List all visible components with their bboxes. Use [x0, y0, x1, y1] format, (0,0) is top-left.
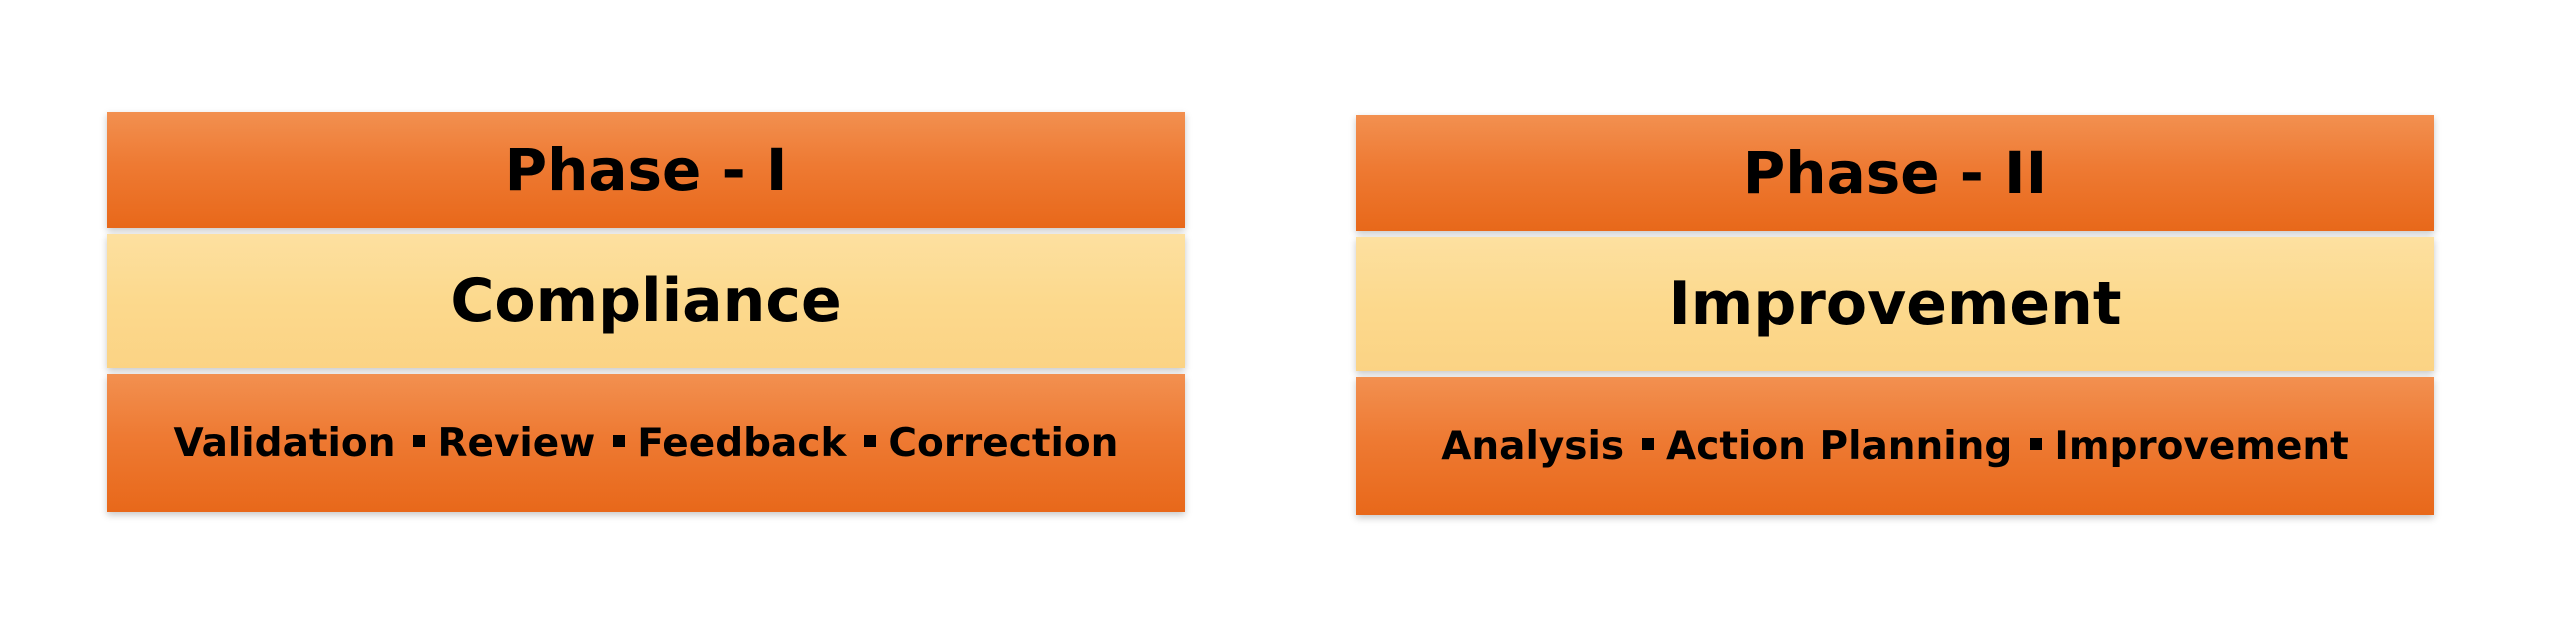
phase-2-step-analysis: Analysis: [1441, 423, 1625, 469]
phase-1-step-validation: Validation: [173, 420, 396, 466]
bullet-icon: [2030, 438, 2043, 450]
phase-2-steps: Analysis Action Planning Improvement: [1356, 377, 2434, 515]
phase-2-step-improvement: Improvement: [2054, 423, 2349, 469]
phase-1-subtitle: Compliance: [107, 234, 1185, 368]
bullet-icon: [613, 435, 626, 447]
phase-1-title: Phase - I: [107, 112, 1185, 228]
phase-1-steps: Validation Review Feedback Correction: [107, 374, 1185, 512]
bullet-icon: [1642, 438, 1655, 450]
phase-1-panel: Phase - I Compliance Validation Review F…: [107, 112, 1185, 512]
phase-2-subtitle: Improvement: [1356, 237, 2434, 371]
phase-1-step-review: Review: [437, 420, 596, 466]
phase-2-title: Phase - II: [1356, 115, 2434, 231]
phase-2-step-action-planning: Action Planning: [1666, 423, 2013, 469]
bullet-icon: [413, 435, 426, 447]
phase-2-panel: Phase - II Improvement Analysis Action P…: [1356, 115, 2434, 515]
phase-1-step-correction: Correction: [888, 420, 1119, 466]
phase-1-step-feedback: Feedback: [637, 420, 847, 466]
bullet-icon: [864, 435, 877, 447]
